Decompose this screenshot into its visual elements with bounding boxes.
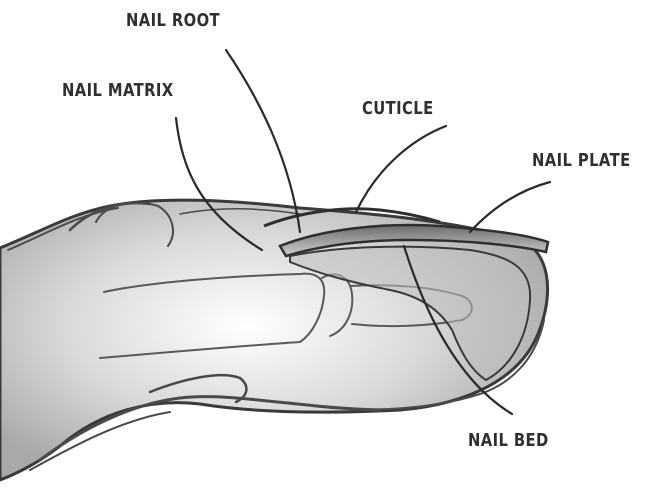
leader-nail-plate (470, 182, 550, 232)
label-nail-matrix: NAIL MATRIX (62, 80, 174, 101)
label-nail-root: NAIL ROOT (126, 10, 220, 31)
label-nail-plate: NAIL PLATE (532, 150, 631, 171)
label-nail-bed: NAIL BED (468, 430, 549, 451)
label-cuticle: CUTICLE (362, 98, 434, 119)
leader-cuticle (356, 126, 446, 212)
